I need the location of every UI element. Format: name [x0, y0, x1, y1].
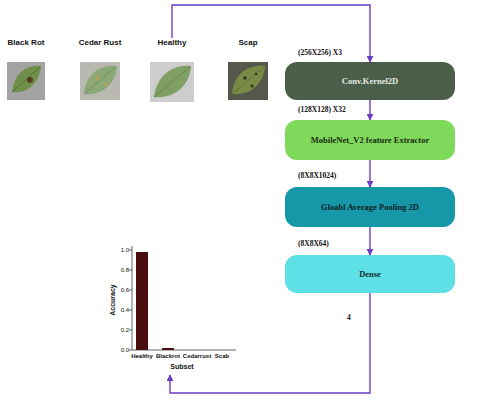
class-label: Healthy	[158, 38, 187, 47]
axis-tick-label: 0.6	[121, 287, 129, 293]
leaf-image	[7, 62, 45, 100]
flow-arrow	[369, 227, 370, 255]
box-label: Gloabl Average Pooling 2D	[315, 202, 425, 212]
bar-chart-plot	[129, 246, 236, 350]
flow-arrow	[172, 5, 370, 62]
tensor-shape: (8X8X64)	[298, 239, 329, 248]
sample-image: Healthy	[150, 38, 194, 102]
output-count: 4	[347, 313, 351, 322]
process-box: Gloabl Average Pooling 2D	[285, 187, 455, 227]
sample-image: Black Rot	[7, 38, 45, 102]
tensor-shape: (8X8X1024)	[298, 171, 336, 180]
axis-tick-label: 0.0	[121, 347, 129, 353]
leaf-image	[150, 62, 194, 102]
class-label: Black Rot	[8, 38, 45, 47]
axis-tick-label: 1.0	[121, 247, 129, 253]
axis-title: Accuracy	[109, 284, 116, 316]
flow-arrow	[369, 100, 370, 120]
axis-tick-label: 0.8	[121, 267, 129, 273]
category-label: Healthy	[131, 353, 153, 359]
flow-arrow	[369, 160, 370, 187]
sample-image: Scap	[228, 38, 268, 102]
process-box: Dense	[285, 255, 455, 293]
category-label: Blackrot	[156, 353, 180, 359]
leaf-image	[228, 62, 268, 100]
accuracy-chart: Accuracy 1.0 0.8 0.6 0.4 0.2 0.0HealthyBlackro…	[104, 238, 236, 375]
axis-tick-label: 0.4	[121, 307, 129, 313]
category-label: Scab	[215, 353, 229, 359]
category-label: Cedarrust	[183, 353, 211, 359]
box-label: Conv.Kernel2D	[336, 76, 404, 86]
tensor-shape: (128X128) X32	[298, 105, 346, 114]
box-label: Dense	[353, 269, 387, 279]
class-label: Scap	[238, 38, 257, 47]
sample-image: Cedar Rust	[80, 38, 120, 102]
class-label: Cedar Rust	[79, 38, 122, 47]
bar	[162, 348, 174, 350]
axis-tick-label: 0.2	[121, 327, 129, 333]
process-box: MobileNet_V2 feature Extractor	[285, 120, 455, 160]
box-label: MobileNet_V2 feature Extractor	[305, 135, 435, 145]
leaf-image	[80, 62, 120, 100]
tensor-shape: (256X256) X3	[298, 48, 342, 57]
process-box: Conv.Kernel2D	[285, 62, 455, 100]
bar	[136, 252, 148, 350]
axis-title: Subset	[170, 363, 193, 370]
flow-arrow	[170, 293, 370, 393]
